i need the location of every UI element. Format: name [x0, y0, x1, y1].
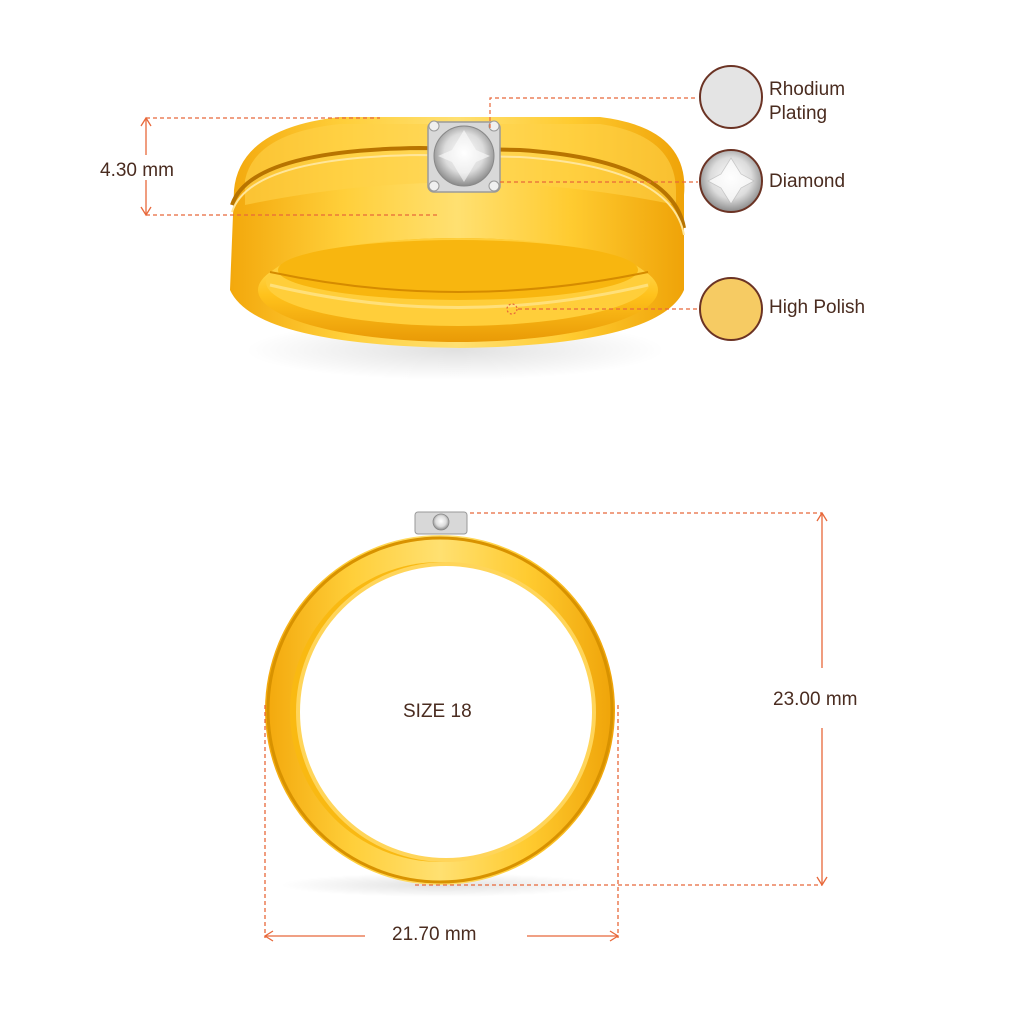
ring-width-dimension	[263, 705, 620, 942]
rhodium-label-line2: Plating	[769, 103, 828, 124]
ring-width-label: 21.70 mm	[392, 924, 477, 945]
ring-height-dimension	[415, 511, 828, 887]
ring-perspective-view	[230, 117, 686, 380]
rhodium-label-line1: Rhodium	[769, 79, 846, 100]
swatch-high-polish	[699, 277, 763, 341]
ring-size-label: SIZE 18	[403, 701, 472, 722]
swatch-diamond	[699, 149, 763, 213]
high-polish-label: High Polish	[769, 297, 866, 318]
ring-front-view	[265, 511, 615, 897]
swatch-rhodium	[699, 65, 763, 129]
material-callouts	[489, 97, 698, 315]
ring-height-label: 23.00 mm	[773, 689, 858, 710]
band-height-dimension	[140, 116, 440, 217]
diamond-label: Diamond	[769, 171, 846, 192]
band-height-label: 4.30 mm	[100, 160, 174, 181]
